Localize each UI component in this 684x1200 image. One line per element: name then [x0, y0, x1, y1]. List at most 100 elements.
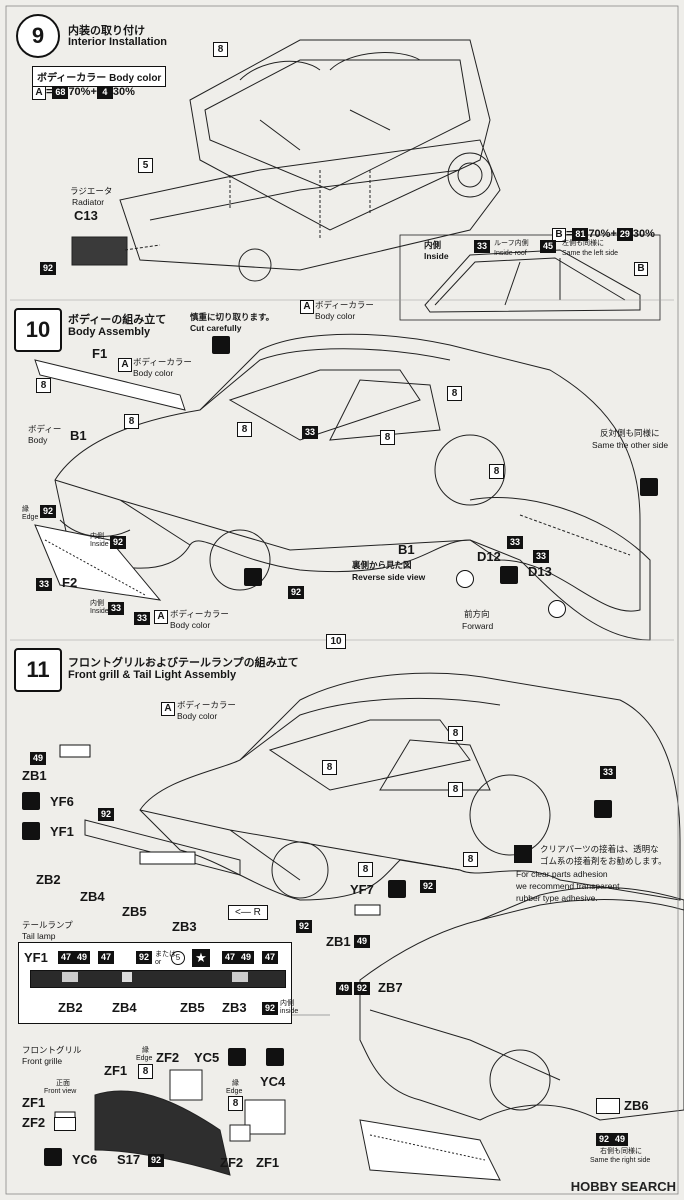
edge-jp-a: 縁 — [142, 1047, 149, 1054]
s11-color-8-e: 8 — [463, 852, 478, 867]
body-en: Body — [28, 435, 48, 445]
legend-zf1: ZF1 — [22, 1095, 46, 1110]
brush-paint-icon — [244, 568, 262, 586]
inside-jp: 内側 — [424, 240, 442, 250]
reverse-view-jp: 裏側から見た図 — [352, 560, 412, 570]
front-grille-jp: フロントグリル — [22, 1045, 82, 1055]
step-11-title-en: Front grill & Tail Light Assembly — [68, 669, 237, 681]
step-10-title-jp: ボディーの組み立て — [68, 314, 167, 326]
part-zb1-a: ZB1 — [22, 768, 47, 783]
roof-inside-en: Inside roof — [494, 250, 527, 257]
body-color-jp: ボディーカラー — [37, 73, 107, 84]
roof-label-b: B — [634, 262, 648, 276]
zf1-color-8-a: 8 — [138, 1064, 153, 1079]
part-yf6: YF6 — [50, 794, 74, 809]
step11-label-a: A — [161, 702, 175, 716]
body-color-8-c: 8 — [447, 386, 462, 401]
formula-b-pct2: 30% — [632, 228, 655, 240]
tl-or-jp: または — [155, 951, 176, 958]
f2-color-33: 33 — [36, 578, 52, 591]
peg-detail-icon — [456, 570, 474, 588]
legend-zf2: ZF2 — [22, 1115, 46, 1130]
cut-icon-2 — [640, 478, 658, 496]
part-s17: S17 — [117, 1152, 141, 1167]
part-b1: B1 — [70, 428, 87, 443]
step-10-title-en: Body Assembly — [68, 326, 151, 338]
part-zf2-a: ZF2 — [156, 1050, 180, 1065]
radiator-part: C13 — [74, 208, 98, 223]
same-other-en: Same the other side — [592, 440, 669, 450]
tl-c92: 92 — [136, 951, 152, 964]
inside-en-a: Inside — [90, 541, 109, 548]
part-zb4: ZB4 — [80, 889, 105, 904]
reverse-view-en: Reverse side view — [352, 572, 426, 582]
s11-color-8-b: 8 — [448, 726, 463, 741]
part-5-callout: 5 — [138, 158, 153, 173]
edge-en: Edge — [22, 514, 39, 521]
radiator-en: Radiator — [72, 197, 105, 207]
s17-color-92: 92 — [148, 1154, 164, 1167]
edge-en-b: Edge — [226, 1088, 243, 1095]
step10-label-a-f1: A — [118, 358, 132, 372]
roof-inside-jp: ルーフ内側 — [494, 240, 529, 247]
part-zb1-b: ZB1 — [326, 934, 351, 949]
part-yf7: YF7 — [350, 882, 374, 897]
part-zb6: ZB6 — [624, 1098, 649, 1113]
front-view-en: Front view — [44, 1088, 77, 1095]
zb1-color-92-b: 92 — [296, 920, 312, 933]
tl-lens-c — [232, 972, 248, 982]
inside-en: Inside — [424, 251, 449, 261]
tl-inside-en: inside — [280, 1008, 299, 1015]
body-color-8-d: 8 — [489, 464, 504, 479]
clear-note-jp-1: クリアパーツの接着は、透明な — [540, 844, 659, 854]
forward-en: Forward — [462, 621, 494, 631]
body-color-en: Body color — [109, 73, 162, 84]
clear-note-en-3: rubber type adhesive. — [516, 893, 598, 903]
inside-jp-a: 内側 — [90, 533, 104, 540]
same-right-en: Same the right side — [590, 1157, 651, 1164]
tl-lens-a — [62, 972, 78, 982]
body-color-8-a: 8 — [237, 422, 252, 437]
s11-brush-icon — [594, 800, 612, 818]
s11-color-8-c: 8 — [448, 782, 463, 797]
edge-color-92: 92 — [40, 505, 56, 518]
inside-jp-b: 内側 — [90, 600, 104, 607]
zb1-color-49-b: 49 — [354, 935, 370, 948]
tl-c47-c: 47 — [222, 951, 238, 964]
step-9-title-en: Interior Installation — [68, 36, 168, 48]
roof-color-33: 33 — [474, 240, 490, 253]
zb7-color-92: 92 — [354, 982, 370, 995]
taillamp-strip — [30, 970, 286, 988]
zb1-color-49-a: 49 — [30, 752, 46, 765]
tl-yf1: YF1 — [24, 950, 48, 965]
taillamp-en: Tail lamp — [22, 931, 56, 941]
part-yf1: YF1 — [50, 824, 74, 839]
step11-body-color-en: Body color — [177, 711, 218, 721]
edge-en-a: Edge — [136, 1055, 153, 1062]
tl-inside-jp: 内側 — [280, 1000, 294, 1007]
taillamp-jp: テールランプ — [22, 920, 73, 930]
step-11-title-jp: フロントグリルおよびテールランプの組み立て — [68, 657, 299, 669]
front-grille-en: Front grille — [22, 1056, 63, 1066]
yc6-glue-icon — [44, 1148, 62, 1166]
tl-or-en: or — [155, 959, 162, 966]
zb6-color-92: 92 — [596, 1133, 612, 1146]
part-f1: F1 — [92, 346, 108, 361]
yf7-glue-icon — [388, 880, 406, 898]
formula-a-color2: 4 — [96, 86, 113, 99]
cut-carefully-jp: 慎重に切り取ります。 — [190, 312, 275, 322]
step-9-badge: 9 — [16, 14, 60, 58]
same-left-en: Same the left side — [562, 250, 619, 257]
step10-body-color-en-bottom: Body color — [170, 620, 211, 630]
star-icon: ★ — [192, 949, 210, 967]
tl-c47-d: 47 — [262, 951, 278, 964]
watermark: HOBBY SEARCH — [570, 1179, 676, 1194]
part-zb7: ZB7 — [378, 980, 403, 995]
same-left-jp: 左側も同様に — [562, 240, 604, 247]
yf1-glue-icon — [22, 822, 40, 840]
d12-color-33: 33 — [507, 536, 523, 549]
formula-a-pct1: 70% — [68, 86, 91, 98]
part-zb3: ZB3 — [172, 919, 197, 934]
step10-body-color-en-top: Body color — [315, 311, 356, 321]
